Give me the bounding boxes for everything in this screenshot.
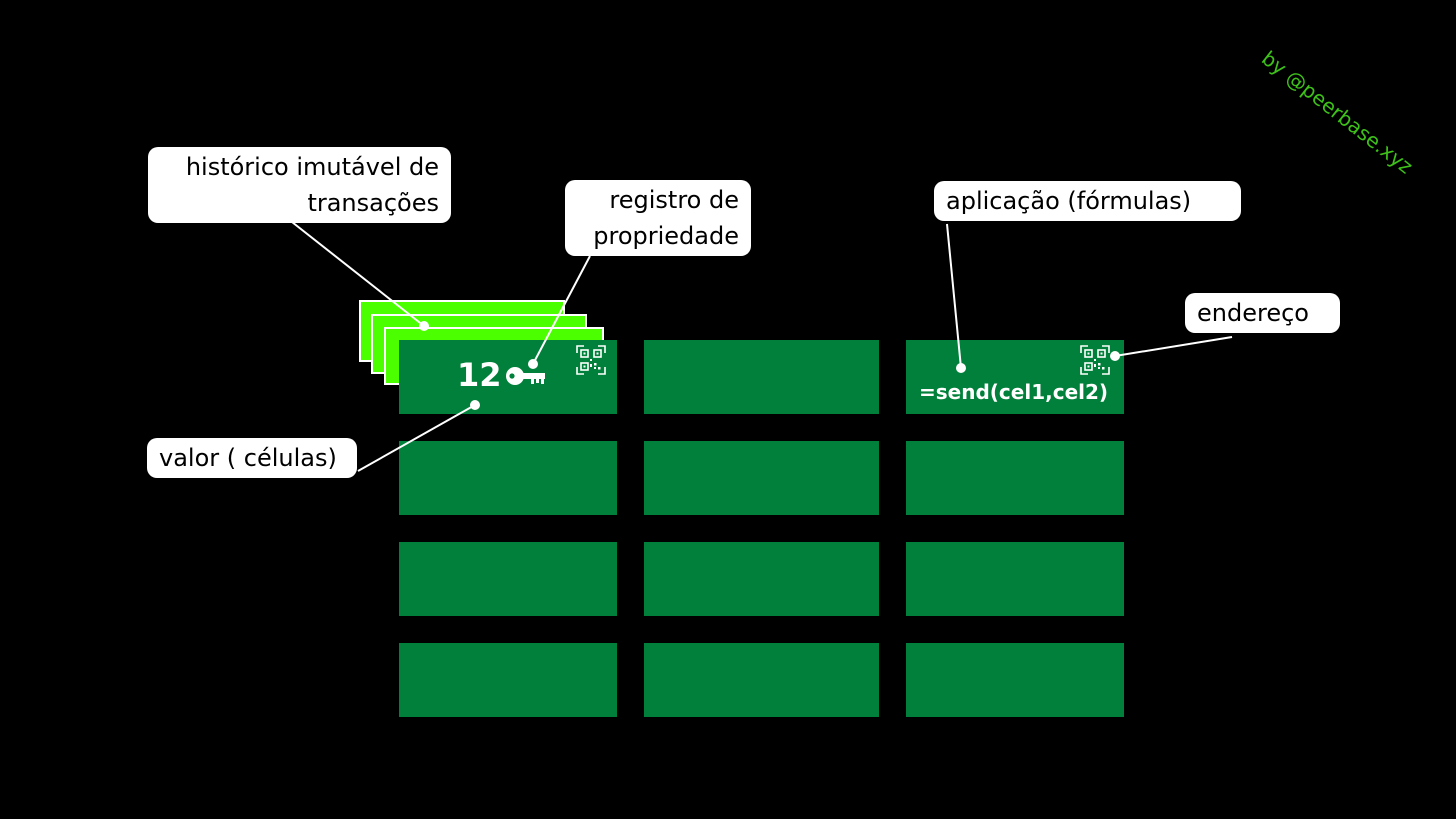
label-ownership: registro de propriedade — [565, 180, 751, 256]
watermark: by @peerbase.xyz — [1257, 46, 1418, 179]
key-icon — [506, 367, 545, 385]
label-ownership-text: registro de propriedade — [593, 186, 739, 250]
label-address: endereço — [1185, 293, 1340, 333]
label-application-text: aplicação (fórmulas) — [946, 187, 1192, 215]
label-application: aplicação (fórmulas) — [934, 181, 1241, 221]
cell-r1-c3[interactable] — [906, 340, 1124, 414]
cell-r2-c3[interactable] — [906, 441, 1124, 515]
cell-r4-c2[interactable] — [644, 643, 879, 717]
qr-code-icon — [576, 345, 606, 375]
cell-r4-c1[interactable] — [399, 643, 617, 717]
cell-r2-c1[interactable] — [399, 441, 617, 515]
cell-r3-c2[interactable] — [644, 542, 879, 616]
label-value-text: valor ( células) — [159, 444, 337, 472]
cell-r4-c3[interactable] — [906, 643, 1124, 717]
label-history-text: histórico imutável de transações — [185, 153, 439, 217]
cell-r3-c1[interactable] — [399, 542, 617, 616]
label-history: histórico imutável de transações — [148, 147, 451, 223]
cell-value: 12 — [457, 356, 502, 394]
cell-formula: =send(cel1,cel2) — [919, 380, 1109, 404]
label-value: valor ( células) — [147, 438, 357, 478]
cell-r2-c2[interactable] — [644, 441, 879, 515]
cell-r1-c2[interactable] — [644, 340, 879, 414]
cell-r3-c3[interactable] — [906, 542, 1124, 616]
label-address-text: endereço — [1197, 299, 1309, 327]
qr-code-icon — [1080, 345, 1110, 375]
